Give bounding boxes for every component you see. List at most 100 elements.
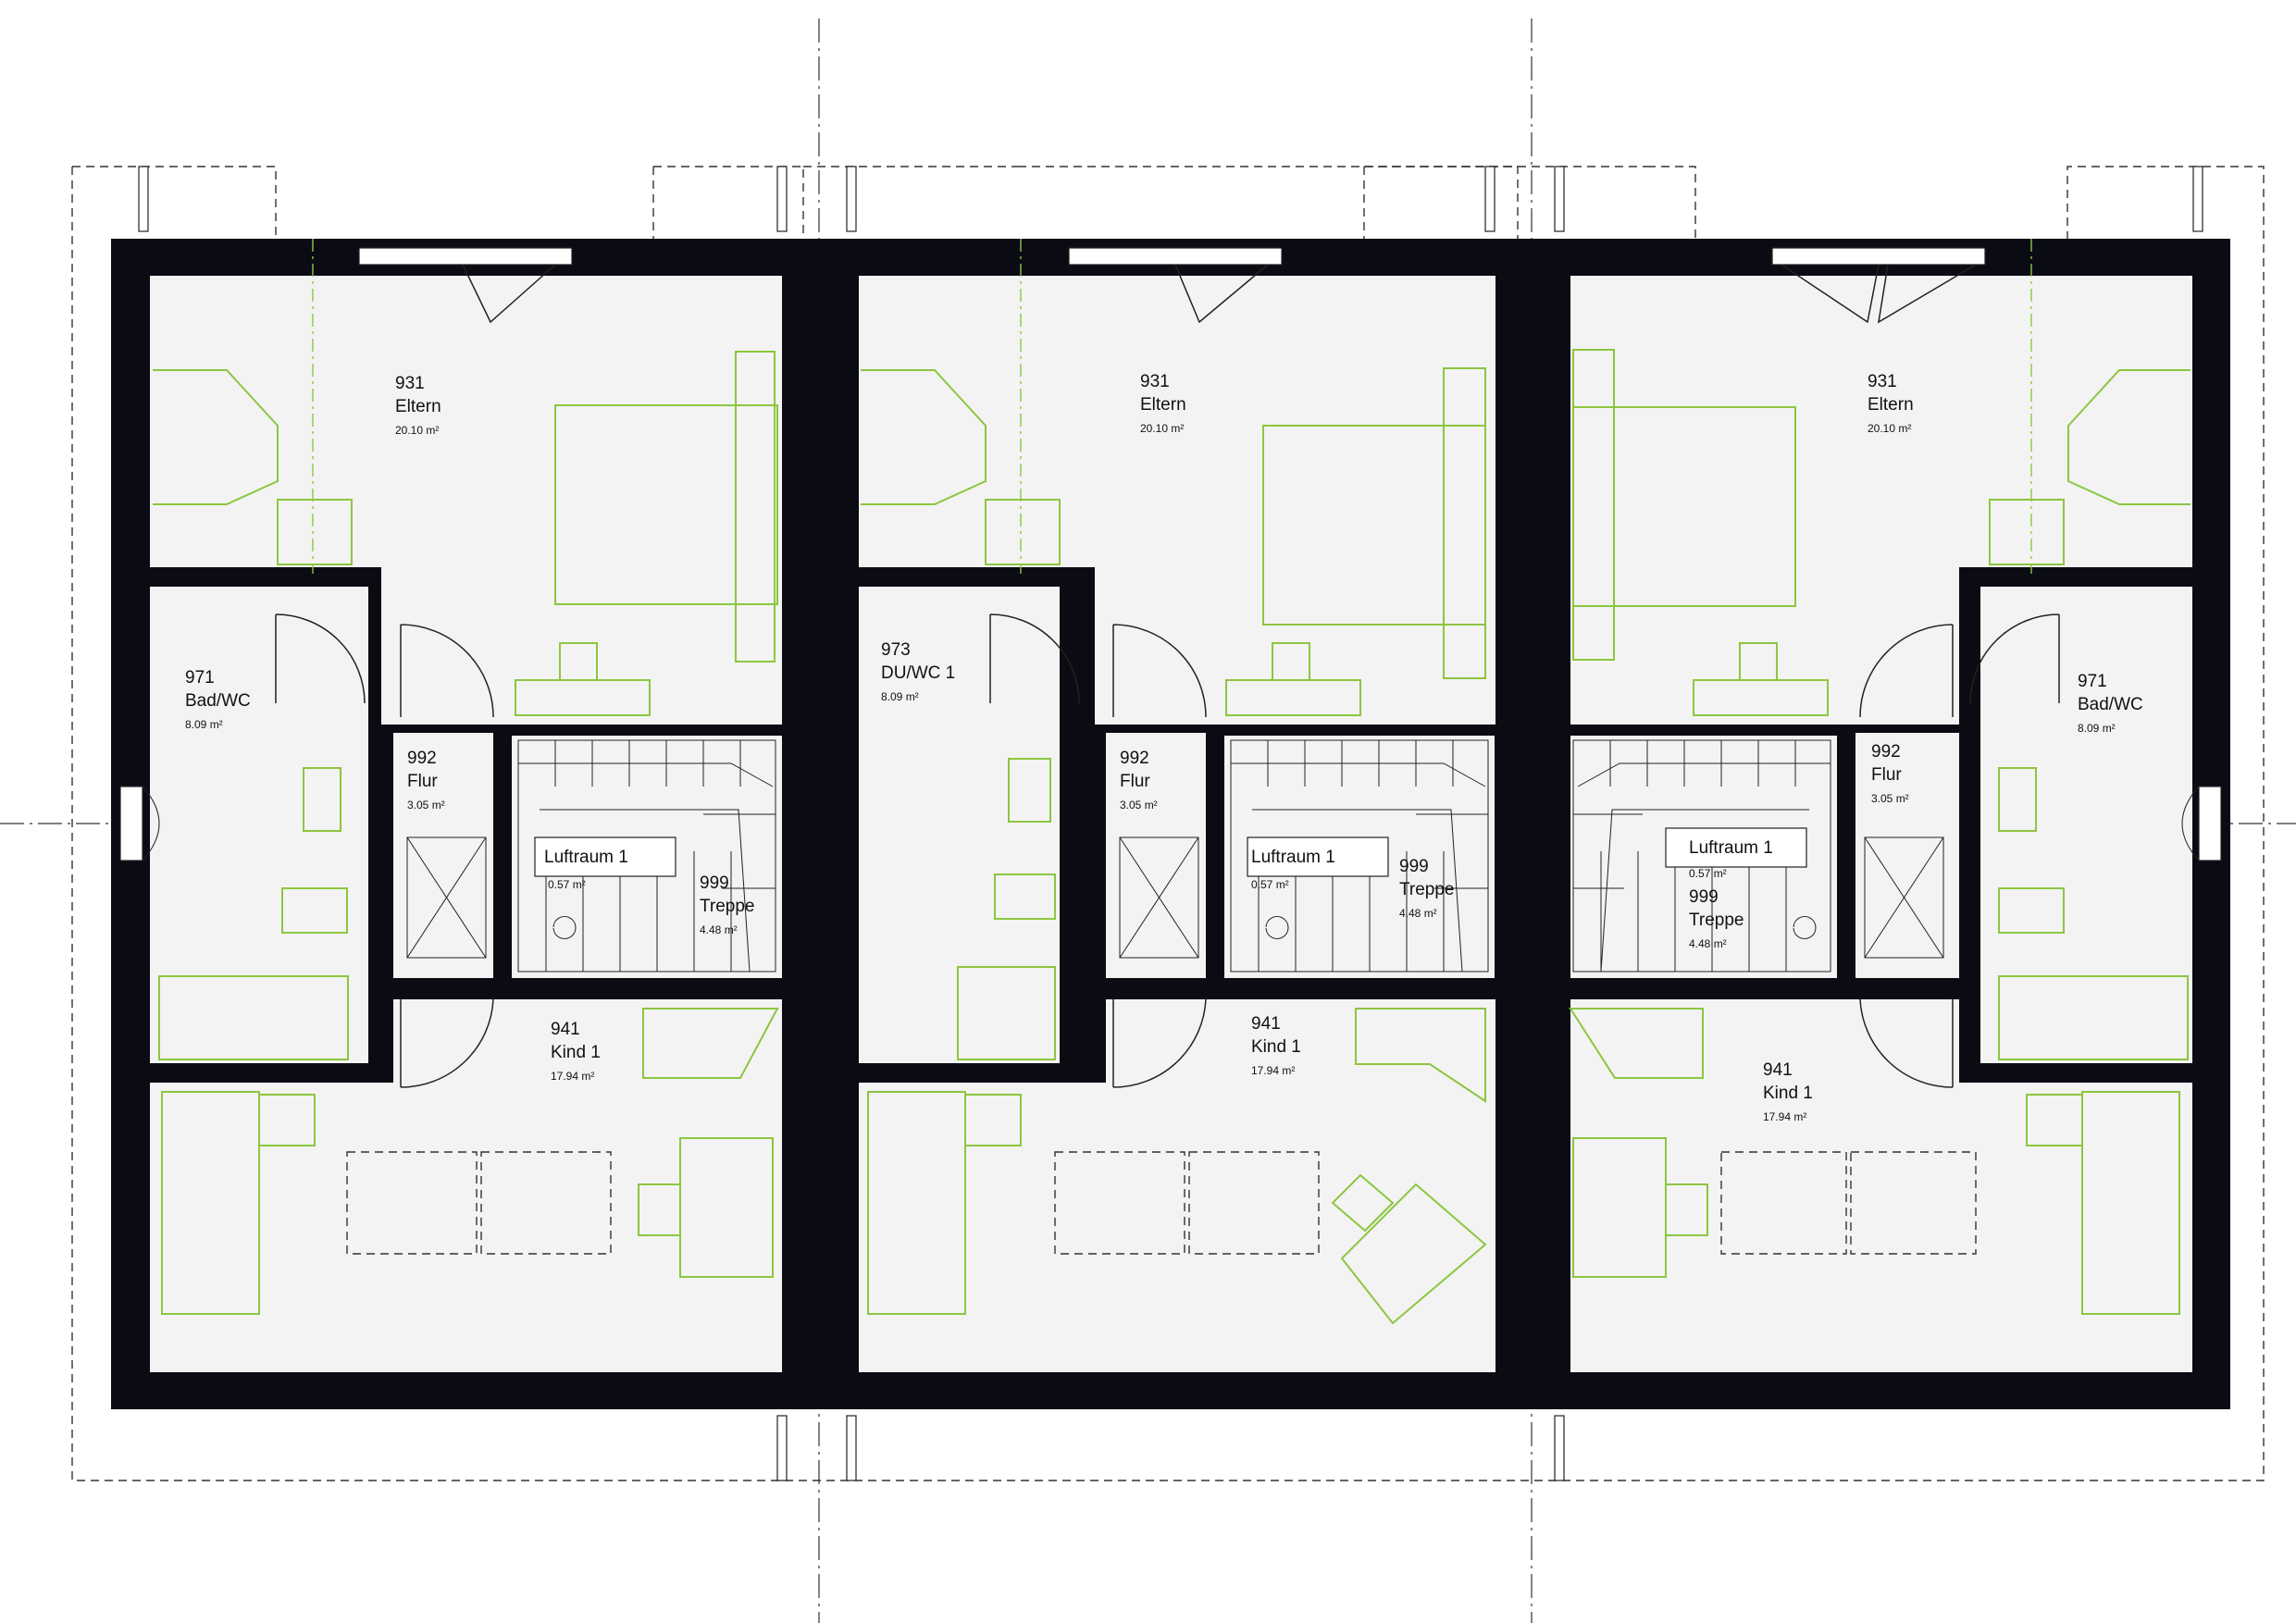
toilet-bad [281,887,348,934]
chair-eltern [1739,642,1778,681]
treppe-name: Treppe [1689,911,1744,930]
bad-number: 971 [185,668,215,688]
nightstand-kind [258,1094,316,1146]
treppe-name: Treppe [1399,880,1455,899]
staircase-unit-2 [1230,739,1489,973]
bed-kind [2081,1091,2180,1315]
kind-name: Kind 1 [1251,1037,1301,1057]
door-swing-bad [989,613,1080,704]
kind-area: 17.94 m² [1251,1064,1295,1077]
room-floor-eltern-ext [1570,567,1959,725]
bad-name: DU/WC 1 [881,663,955,683]
shower-bad [957,966,1056,1060]
door-swing-bad [1969,613,2060,704]
shaft-cross [406,836,487,959]
desk-kind-2 [1340,1183,1487,1325]
kind-name: Kind 1 [1763,1084,1813,1103]
posts [138,166,2203,1481]
kind-number: 941 [1251,1014,1281,1034]
window-bad [2198,786,2222,861]
toilet-bad [994,873,1056,920]
door-swing-kind [1112,998,1207,1088]
wardrobe-eltern [1443,367,1486,679]
unit-1: 931 Eltern 20.10 m² 971 Bad/WC 8.09 m² 9… [119,239,782,1372]
eltern-area: 20.10 m² [1140,422,1184,435]
chair-eltern [1272,642,1310,681]
door-swing-kind [1859,998,1954,1088]
rug-kind-2 [1188,1151,1320,1255]
wardrobe-eltern [735,351,776,663]
luftraum-name: Luftraum 1 [544,848,628,867]
chair-kind [638,1183,681,1236]
door-swing-balcony [1781,264,1977,324]
side-table-eltern [1989,499,2065,565]
bad-name: Bad/WC [185,691,251,711]
window-swing-bad [142,786,160,861]
bed-kind [161,1091,260,1315]
flur-number: 992 [1871,742,1901,762]
door-swing-kind [400,998,494,1088]
side-table-eltern [985,499,1061,565]
room-floor-bad [859,587,1060,1063]
chair-eltern [559,642,598,681]
bad-area: 8.09 m² [2078,722,2116,735]
luftraum-name: Luftraum 1 [1689,838,1773,858]
flur-area: 3.05 m² [1871,792,1909,805]
toilet-bad [1998,887,2065,934]
room-floor-kind [1570,1083,2192,1372]
shaft-flur [1864,836,1944,959]
flur-number: 992 [407,749,437,768]
kind-area: 17.94 m² [551,1070,594,1083]
luftraum-area: 0.57 m² [548,878,586,891]
luftraum-name: Luftraum 1 [1251,848,1335,867]
eltern-area: 20.10 m² [1868,422,1911,435]
window-swing-bad [2181,786,2200,861]
rug-kind-1 [346,1151,478,1255]
bad-name: Bad/WC [2078,695,2143,714]
nightstand-kind [964,1094,1022,1146]
wardrobe-eltern [1572,349,1615,661]
bathtub-bad [158,975,349,1060]
door-swing-balcony [462,264,556,324]
room-floor-bad [150,587,368,1063]
bathtub-bad [1998,975,2189,1060]
treppe-area: 4.48 m² [1399,907,1437,920]
door-swing-flur [1112,624,1207,718]
kind-area: 17.94 m² [1763,1110,1806,1123]
desk-kind [642,1008,779,1079]
eltern-name: Eltern [395,397,441,416]
room-floor-kind-top [393,999,782,1083]
shaft-flur [1119,836,1199,959]
rug-kind-2 [1850,1151,1977,1255]
flur-number: 992 [1120,749,1149,768]
eltern-number: 931 [1140,372,1170,391]
flur-area: 3.05 m² [407,799,445,812]
armchair-eltern [153,369,279,505]
treppe-number: 999 [1689,887,1719,907]
room-floor-kind-top [1570,999,1959,1083]
washbasin-bad [1998,767,2037,832]
washbasin-bad [1008,758,1051,823]
luftraum-area: 0.57 m² [1251,878,1289,891]
eltern-number: 931 [395,374,425,393]
chair-kind [1665,1183,1708,1236]
eltern-name: Eltern [1868,395,1914,415]
nightstand-kind [2026,1094,2083,1146]
washbasin-bad [303,767,341,832]
window-eltern [1771,247,1986,266]
treppe-area: 4.48 m² [1689,937,1727,950]
rug-kind-1 [1720,1151,1847,1255]
shaft-cross [1864,836,1944,959]
bad-area: 8.09 m² [185,718,223,731]
door-swing-balcony [1174,264,1269,324]
rug-kind-2 [480,1151,612,1255]
door-swing-flur [1859,624,1954,718]
rug-kind-1 [1054,1151,1185,1255]
room-floor-kind [150,1083,782,1372]
side-table-eltern [277,499,353,565]
kind-number: 941 [551,1020,580,1039]
room-floor-flur [1855,733,1959,978]
room-floor-kind [859,1083,1496,1372]
shaft-flur [406,836,487,959]
